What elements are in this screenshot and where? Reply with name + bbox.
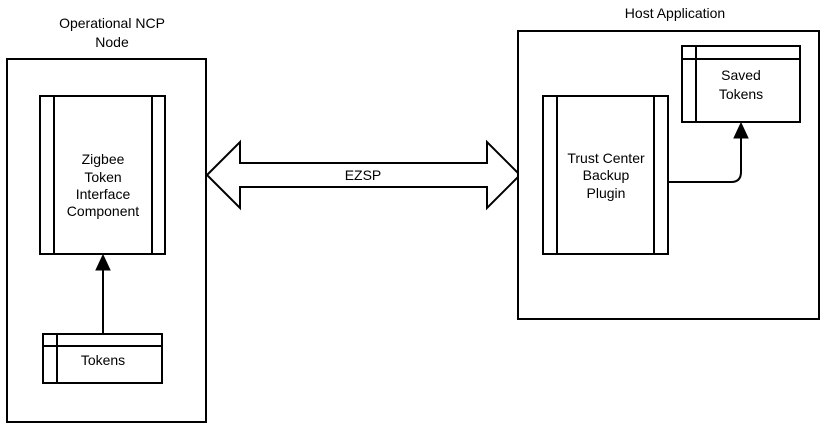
saved-tokens-box bbox=[681, 45, 801, 123]
host-application-title: Host Application bbox=[625, 5, 725, 21]
backup-to-saved-tokens-arrowhead bbox=[733, 121, 749, 139]
tokens-component: Tokens bbox=[42, 333, 163, 384]
ncp-node-group: Operational NCP Node Zigbee Token Interf… bbox=[6, 15, 207, 423]
tokens-to-interface-arrowhead bbox=[95, 253, 111, 271]
ncp-node-title-line2: Node bbox=[95, 34, 129, 50]
trust-center-backup-label-line2: Backup bbox=[583, 167, 630, 183]
backup-to-saved-tokens-line bbox=[668, 138, 742, 183]
zigbee-token-interface-label-line4: Component bbox=[67, 203, 139, 219]
ezsp-connection: EZSP bbox=[205, 139, 522, 211]
ezsp-label: EZSP bbox=[345, 167, 382, 183]
zigbee-token-interface-component: Zigbee Token Interface Component bbox=[39, 95, 166, 255]
tokens-to-interface-arrow bbox=[95, 253, 111, 334]
saved-tokens-component: Saved Tokens bbox=[681, 45, 801, 123]
trust-center-backup-label-line3: Plugin bbox=[587, 185, 626, 201]
trust-center-backup-plugin: Trust Center Backup Plugin bbox=[542, 95, 669, 255]
zigbee-token-interface-label-line3: Interface bbox=[76, 186, 131, 202]
ncp-node-title-line1: Operational NCP bbox=[59, 15, 165, 31]
host-application-group: Host Application Trust Center Backup Plu… bbox=[517, 5, 820, 320]
zigbee-token-interface-label-line2: Token bbox=[84, 169, 121, 185]
backup-to-saved-tokens-arrow bbox=[668, 121, 749, 183]
trust-center-backup-box bbox=[542, 95, 669, 255]
zigbee-token-interface-box bbox=[39, 95, 166, 255]
saved-tokens-label-line2: Tokens bbox=[719, 86, 763, 102]
zigbee-token-interface-label-line1: Zigbee bbox=[82, 151, 125, 167]
trust-center-backup-label-line1: Trust Center bbox=[567, 150, 645, 166]
saved-tokens-label-line1: Saved bbox=[721, 67, 761, 83]
tokens-box bbox=[42, 333, 163, 384]
tokens-label: Tokens bbox=[81, 352, 125, 368]
